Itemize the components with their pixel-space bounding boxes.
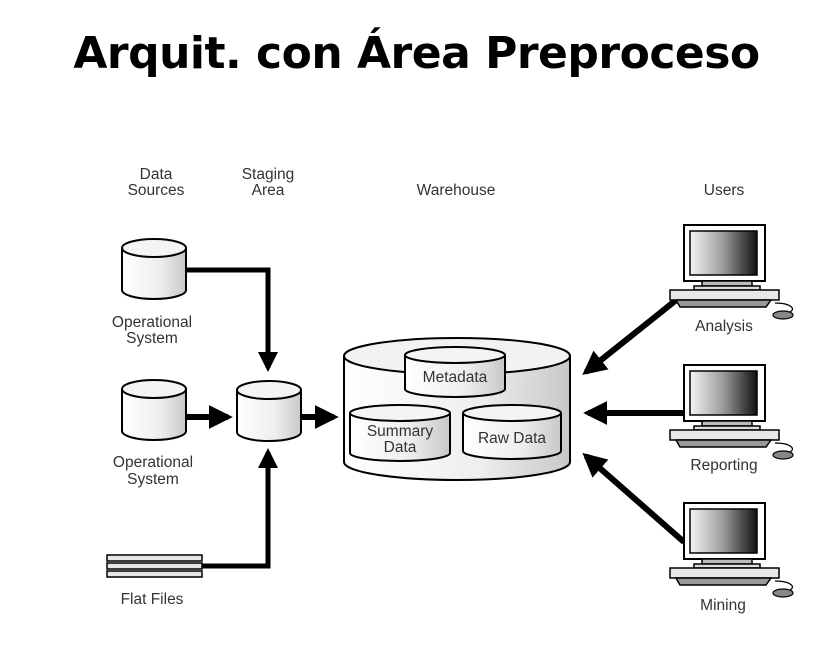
analysis-computer-icon [669,224,794,320]
analysis-label: Analysis [695,318,753,335]
reporting-computer-icon [669,364,794,460]
header-staging-area-line1: Staging [242,166,295,183]
metadata-store-icon [404,346,506,398]
header-users: Users [704,182,745,199]
arrow-analysis-to-warehouse [582,294,682,375]
source-2-label-line2: System [127,471,179,488]
summary-data-label-line1: Summary [367,423,434,440]
source-1-label-line2: System [126,330,178,347]
summary-data-label-line2: Data [384,439,417,456]
header-data-sources-line1: Data [140,166,173,183]
flat-files-label: Flat Files [121,591,184,608]
flat-files-icon [106,554,203,578]
raw-data-store-icon [462,404,562,460]
header-warehouse: Warehouse [417,182,496,199]
mining-computer-icon [669,502,794,598]
staging-area-database-icon [236,380,302,442]
header-staging-area-line2: Area [252,182,285,199]
arrow-source1-to-staging [186,267,278,372]
mining-label: Mining [700,597,746,614]
arrow-mining-to-warehouse [582,452,686,545]
operational-system-1-database-icon [121,238,187,300]
metadata-label: Metadata [423,369,488,386]
raw-data-label: Raw Data [478,430,546,447]
summary-data-store-icon [349,404,451,462]
page-title: Arquit. con Área Preproceso [73,28,760,79]
source-2-label-line1: Operational [113,454,193,471]
source-1-label-line1: Operational [112,314,192,331]
arrow-flatfiles-to-staging [202,448,278,569]
header-data-sources-line2: Sources [128,182,185,199]
reporting-label: Reporting [690,457,757,474]
operational-system-2-database-icon [121,379,187,441]
